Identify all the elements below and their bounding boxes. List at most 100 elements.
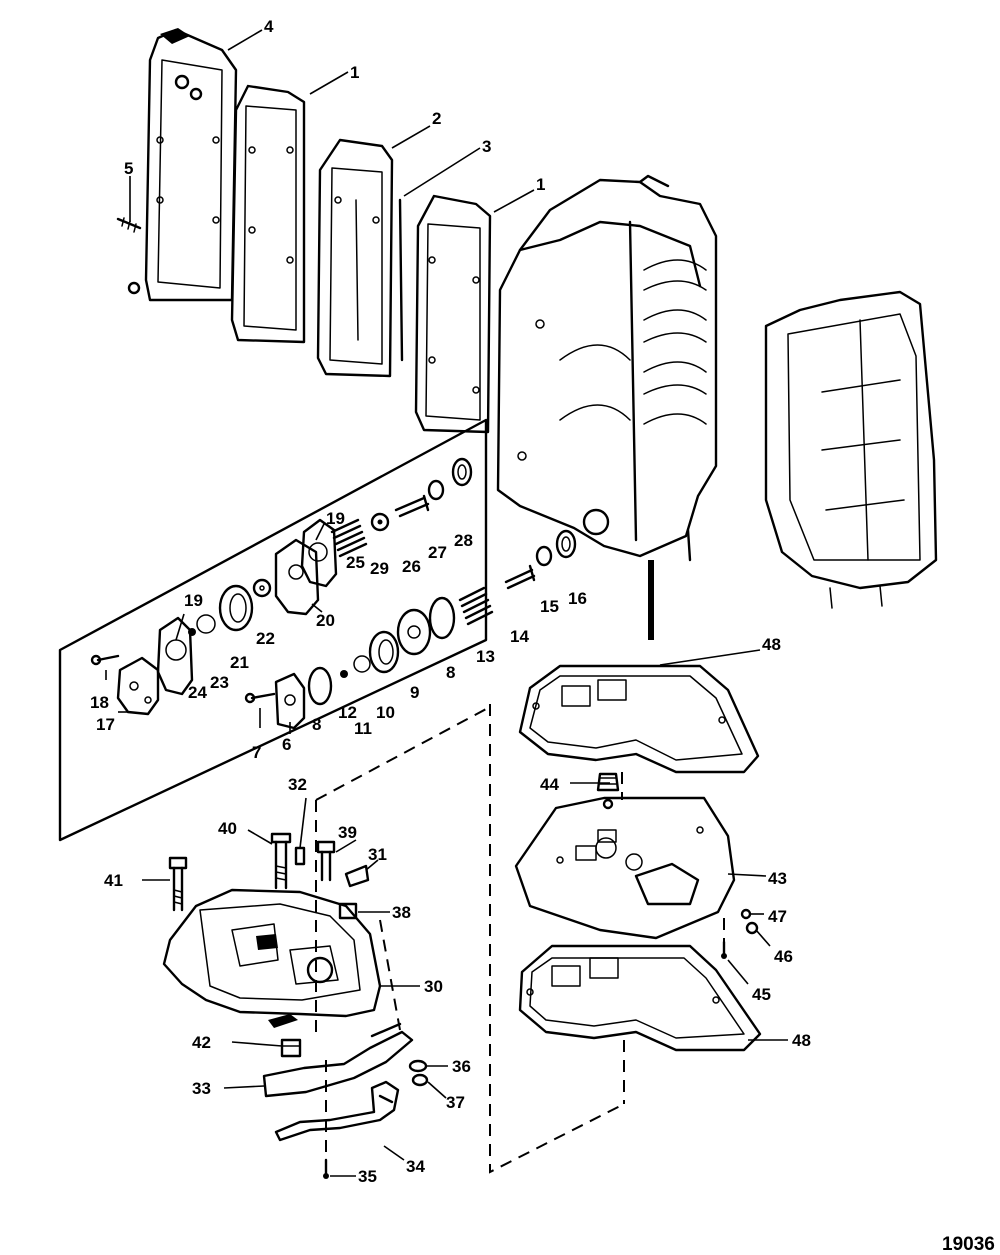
callout-25: 25	[346, 553, 365, 572]
callout-45: 45	[752, 985, 771, 1004]
leader-lines	[105, 29, 788, 1177]
gasket-part-19-right	[300, 518, 338, 588]
callout-15: 15	[540, 597, 559, 616]
callout-31: 31	[368, 845, 387, 864]
callout-36: 36	[452, 1057, 471, 1076]
callout-17: 17	[96, 715, 115, 734]
callout-48-lower: 48	[792, 1031, 811, 1050]
nut-part-37	[411, 1073, 429, 1087]
gasket-part-8-right	[428, 596, 456, 640]
valve-stem-part-14	[504, 564, 536, 590]
callout-35: 35	[358, 1167, 377, 1186]
callout-3: 3	[482, 137, 491, 156]
callout-6: 6	[282, 735, 291, 754]
screw-part-24	[188, 628, 196, 636]
callout-38: 38	[392, 903, 411, 922]
callout-1-lower: 1	[536, 175, 545, 194]
callout-40: 40	[218, 819, 237, 838]
grommet-part-38	[338, 902, 358, 920]
valve-seat-part-10	[368, 630, 400, 674]
callout-7: 7	[252, 743, 261, 762]
screw-part-45	[721, 940, 727, 959]
callout-42: 42	[192, 1033, 211, 1052]
valve-assembly-box	[58, 418, 488, 842]
transfer-port-cover-part-4	[127, 28, 238, 302]
nut-part-15	[535, 545, 553, 567]
screw-part-12	[340, 670, 348, 678]
gasket-part-48-lower	[518, 944, 762, 1052]
callout-labels: 4 1 2 3 1 5 19 19 20 25 29 26 27 28 21 2…	[90, 17, 811, 1186]
callout-11: 11	[354, 719, 372, 738]
callout-44: 44	[540, 775, 559, 794]
housing-part-20	[274, 538, 320, 616]
callout-13: 13	[476, 647, 495, 666]
callout-22: 22	[256, 629, 275, 648]
callout-34: 34	[406, 1157, 425, 1176]
callout-4: 4	[264, 17, 274, 36]
adapter-plate-part-43	[514, 796, 736, 940]
callout-12: 12	[338, 703, 357, 722]
bottom-cover-part-30	[162, 888, 382, 1028]
callout-14: 14	[510, 627, 529, 646]
gasket-part-8-left	[307, 666, 333, 706]
diaphragm-part-23	[196, 614, 216, 634]
seal-part-16	[555, 529, 577, 559]
screw-part-35	[323, 1158, 329, 1179]
callout-33: 33	[192, 1079, 211, 1098]
valve-stem-part-26	[394, 494, 430, 518]
gasket-part-1-lower	[414, 194, 492, 434]
washer-part-36	[408, 1059, 428, 1073]
gasket-part-48-upper	[518, 664, 760, 774]
callout-47: 47	[768, 907, 787, 926]
callout-1-upper: 1	[350, 63, 359, 82]
screw-part-5	[116, 217, 142, 233]
screw-part-18	[90, 654, 120, 666]
callout-24: 24	[188, 683, 207, 702]
figure-number: 19036	[942, 1234, 995, 1255]
bracket-part-33	[262, 1022, 414, 1098]
nut-part-27	[427, 479, 445, 501]
callout-28: 28	[454, 531, 473, 550]
callout-19-right: 19	[326, 509, 345, 528]
diaphragm-part-11	[353, 655, 371, 673]
callout-8-right: 8	[446, 663, 455, 682]
seal-strip-part-3	[398, 198, 404, 362]
callout-39: 39	[338, 823, 357, 842]
washer-part-29	[370, 512, 390, 532]
cylinder-block	[496, 174, 718, 640]
plug-part-44	[596, 772, 620, 810]
callout-5: 5	[124, 159, 133, 178]
crankcase-cover	[764, 290, 938, 609]
callout-23: 23	[210, 673, 229, 692]
bolt-part-41	[168, 856, 188, 912]
bracket-part-34	[274, 1080, 400, 1142]
screw-part-7	[244, 692, 276, 704]
bolt-part-39	[316, 840, 336, 882]
gasket-part-19-left	[156, 616, 194, 696]
cover-part-6	[274, 672, 306, 730]
cover-part-17	[116, 656, 160, 716]
washer-part-47	[740, 908, 752, 920]
callout-48-upper: 48	[762, 635, 781, 654]
callout-37: 37	[446, 1093, 465, 1112]
spring-part-13	[458, 586, 494, 626]
housing-part-9	[396, 608, 432, 656]
spring-part-25	[330, 518, 368, 558]
callout-19-left: 19	[184, 591, 203, 610]
callout-2: 2	[432, 109, 441, 128]
callout-21: 21	[230, 653, 249, 672]
callout-30: 30	[424, 977, 443, 996]
callout-16: 16	[568, 589, 587, 608]
bolt-part-40	[270, 832, 292, 890]
gasket-part-1-upper	[230, 84, 306, 344]
clip-part-31	[344, 864, 370, 888]
washer-part-22	[252, 578, 272, 598]
callout-20: 20	[316, 611, 335, 630]
divider-plate-part-2	[316, 138, 394, 378]
callout-8-left: 8	[312, 715, 321, 734]
callout-9: 9	[410, 683, 419, 702]
assembly-dashed-lines	[315, 704, 725, 1174]
callout-10: 10	[376, 703, 395, 722]
valve-seat-part-21	[218, 584, 254, 632]
